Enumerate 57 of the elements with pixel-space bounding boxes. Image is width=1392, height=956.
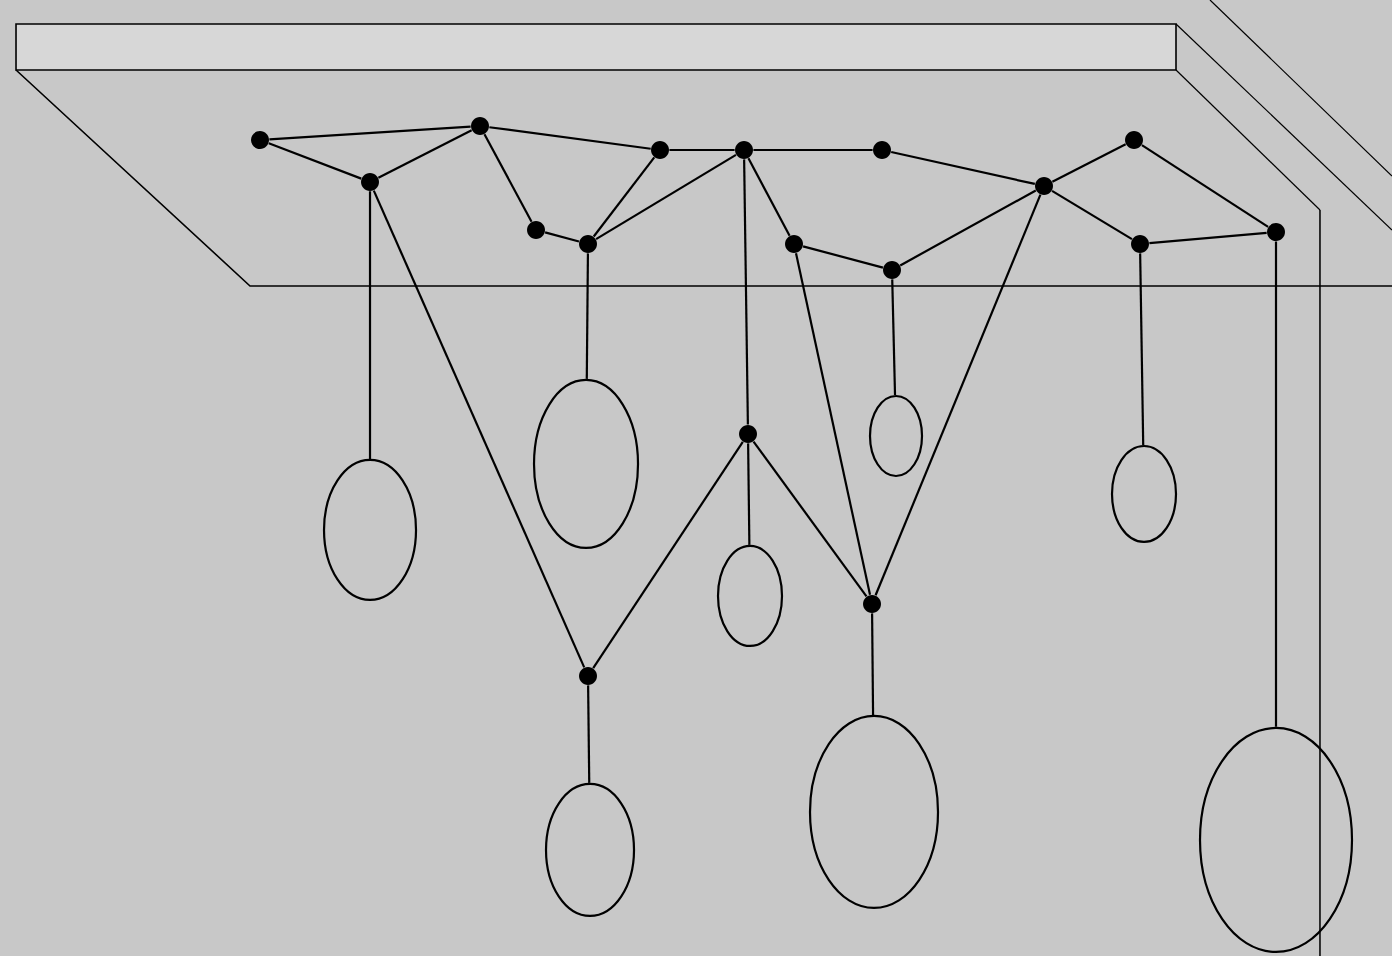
connector-line [268,142,362,180]
junction-dot [873,141,891,159]
connector-line [802,245,884,269]
connector-line [544,231,580,243]
junction-dot [579,666,597,685]
connector-line [1141,144,1269,228]
junction-dot [251,131,269,149]
junction-dot [1131,234,1149,253]
connector-line [1139,253,1145,445]
hanging-ring [716,544,784,648]
connector-line [587,685,591,783]
connector-line [891,279,897,395]
connector-line [669,148,735,152]
junction-dot [1035,177,1053,195]
connector-line [752,440,868,598]
connector-line [372,190,586,668]
connector-line [753,148,873,152]
connector-line [743,159,749,425]
connector-line [890,150,1036,185]
junction-dot [651,141,669,159]
connector-line [489,126,651,150]
junction-dot [1125,131,1143,149]
hanging-ring [544,782,636,918]
connector-line [874,194,1042,596]
connector-line [368,191,372,459]
junction-dot [361,173,379,191]
junction-dot [863,594,881,613]
hanging-ring [808,714,940,910]
connector-line [871,613,875,715]
junction-dot [883,261,901,279]
connector-line [483,133,533,223]
hanging-ring [1110,444,1178,544]
junction-dot [735,141,753,159]
connector-line [1051,143,1127,183]
connector-line [794,252,872,596]
connector-line [595,153,737,241]
junction-dot [739,425,757,443]
connector-line [269,125,471,141]
connector-line [747,443,751,545]
connector-line [1274,241,1278,727]
connector-line [585,253,590,379]
junction-dot [579,234,597,253]
junction-dot [527,221,545,239]
hanging-ring [322,458,418,602]
connector-line [592,156,656,238]
connector-line [747,157,791,237]
connector-line [899,189,1037,267]
junction-dot [1267,223,1285,241]
connector-line [592,441,744,669]
hanging-ring [532,378,640,550]
junction-dot [785,234,803,253]
hanging-ring [1198,726,1354,954]
connector-line [1149,231,1267,245]
connector-line [1051,189,1133,241]
junction-dot [471,117,489,135]
connector-line [377,129,473,179]
hanging-ring [868,394,924,478]
